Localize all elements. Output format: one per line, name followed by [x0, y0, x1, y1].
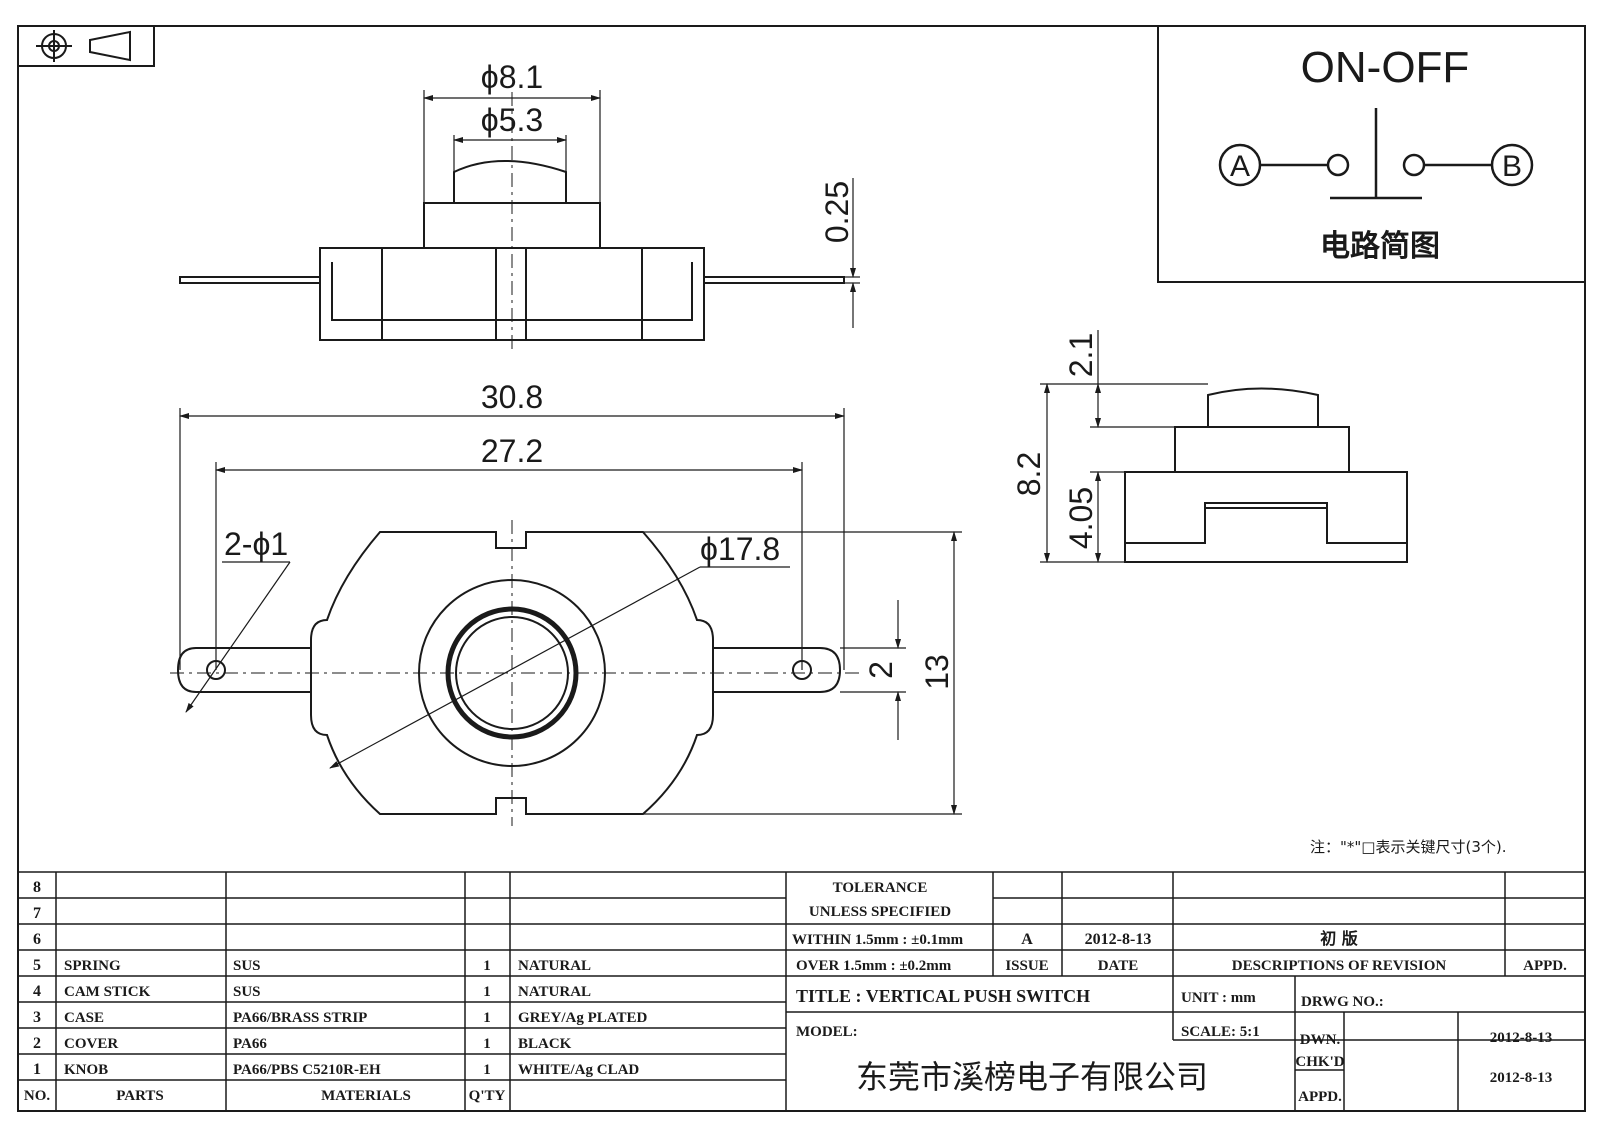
tolerance-line-2: UNLESS SPECIFIED [809, 904, 951, 920]
row-finish: NATURAL [518, 958, 591, 974]
dim-13: 13 [919, 654, 955, 690]
issue-value: A [1021, 931, 1033, 948]
dim-4-05: 4.05 [1063, 487, 1099, 549]
table-row: 4 CAM STICK SUS 1 NATURAL [33, 983, 591, 1000]
unit-label: UNIT : mm [1181, 990, 1256, 1006]
key-dimension-note: 注："*"□表示关键尺寸(3个). [1310, 838, 1507, 856]
row-finish: BLACK [518, 1036, 572, 1052]
row-no: 8 [33, 879, 41, 896]
row-finish: GREY/Ag PLATED [518, 1010, 647, 1026]
company-name: 东莞市溪榜电子有限公司 [856, 1058, 1208, 1096]
circuit-title: ON-OFF [1301, 43, 1470, 92]
row-material: SUS [233, 984, 261, 1000]
dim-phi-5-3: ϕ5.3 [481, 102, 543, 138]
drawing-number-label: DRWG NO.: [1301, 994, 1384, 1010]
chkd-date: 2012-8-13 [1490, 1070, 1553, 1086]
header-materials: MATERIALS [321, 1088, 411, 1104]
title-block: TOLERANCE UNLESS SPECIFIED WITHIN 1.5mm … [792, 880, 1567, 1105]
row-material: PA66/BRASS STRIP [233, 1010, 367, 1026]
table-row: 7 [33, 905, 41, 922]
switch-symbol [1218, 108, 1534, 200]
drawing-title: TITLE : VERTICAL PUSH SWITCH [796, 986, 1090, 1006]
header-qty: Q'TY [469, 1088, 506, 1104]
row-qty: 1 [483, 1036, 491, 1052]
tolerance-line-4: OVER 1.5mm : ±0.2mm [796, 958, 952, 974]
end-elevation-view [1124, 387, 1408, 563]
table-row: 3 CASE PA66/BRASS STRIP 1 GREY/Ag PLATED [33, 1009, 647, 1026]
dim-2: 2 [863, 661, 899, 679]
dim-phi-8-1: ϕ8.1 [481, 59, 543, 95]
issue-label: ISSUE [1005, 958, 1048, 974]
terminal-b-label: B [1502, 150, 1522, 183]
dwn-date: 2012-8-13 [1490, 1030, 1553, 1046]
dwn-label: DWN. [1300, 1032, 1341, 1048]
circuit-caption: 电路简图 [1320, 229, 1440, 264]
row-qty: 1 [483, 1062, 491, 1078]
bom-table-grid [18, 871, 1585, 1111]
scale-label: SCALE: 5:1 [1181, 1024, 1260, 1040]
row-part: COVER [64, 1036, 118, 1052]
dim-8-2: 8.2 [1011, 452, 1047, 496]
sheet-border [17, 25, 1586, 1112]
table-row: 6 [33, 931, 41, 948]
row-no: 2 [33, 1035, 41, 1052]
dim-30-8: 30.8 [481, 379, 543, 415]
header-no: NO. [24, 1088, 51, 1104]
row-no: 5 [33, 957, 41, 974]
terminal-a-label: A [1230, 150, 1250, 183]
table-row: 1 KNOB PA66/PBS C5210R-EH 1 WHITE/Ag CLA… [33, 1061, 639, 1078]
row-part: KNOB [64, 1062, 108, 1078]
dim-0-25: 0.25 [819, 181, 855, 243]
row-no: 4 [33, 983, 41, 1000]
row-finish: WHITE/Ag CLAD [518, 1062, 639, 1078]
row-qty: 1 [483, 958, 491, 974]
side-elevation-view [179, 92, 845, 350]
table-row: 8 [33, 879, 41, 896]
circuit-box [1157, 25, 1586, 283]
revision-value: 初 版 [1320, 929, 1358, 948]
dim-2-1: 2.1 [1063, 333, 1099, 377]
dim-lines-top [423, 90, 860, 328]
row-qty: 1 [483, 1010, 491, 1026]
table-row: 5 SPRING SUS 1 NATURAL [33, 957, 591, 974]
dim-lines-end [1040, 330, 1208, 563]
row-no: 3 [33, 1009, 41, 1026]
dim-2-phi-1: 2-ϕ1 [224, 526, 288, 562]
bom-rows: 8 7 6 5 SPRING SUS 1 NATURAL 4 CAM STICK… [24, 879, 648, 1104]
row-material: SUS [233, 958, 261, 974]
model-label: MODEL: [796, 1024, 858, 1040]
row-part: CAM STICK [64, 984, 151, 1000]
table-row: 2 COVER PA66 1 BLACK [33, 1035, 572, 1052]
date-label: DATE [1098, 958, 1139, 974]
row-part: CASE [64, 1010, 104, 1026]
dim-lines-plan [179, 408, 962, 815]
row-finish: NATURAL [518, 984, 591, 1000]
dim-27-2: 27.2 [481, 433, 543, 469]
date-value: 2012-8-13 [1085, 931, 1152, 948]
chkd-label: CHK'D [1295, 1054, 1344, 1070]
row-no: 7 [33, 905, 41, 922]
descriptions-label: DESCRIPTIONS OF REVISION [1232, 958, 1447, 974]
row-no: 6 [33, 931, 41, 948]
bom-header-row: NO. PARTS MATERIALS Q'TY [24, 1088, 506, 1104]
dim-phi-17-8: ϕ17.8 [700, 531, 780, 567]
row-part: SPRING [64, 958, 121, 974]
tolerance-line-3: WITHIN 1.5mm : ±0.1mm [792, 932, 964, 948]
row-no: 1 [33, 1061, 41, 1078]
row-qty: 1 [483, 984, 491, 1000]
appd-sign-label: APPD. [1298, 1089, 1342, 1105]
row-material: PA66 [233, 1036, 267, 1052]
tolerance-line-1: TOLERANCE [833, 880, 928, 896]
appd-label: APPD. [1523, 958, 1567, 974]
header-parts: PARTS [116, 1088, 164, 1104]
row-material: PA66/PBS C5210R-EH [233, 1062, 381, 1078]
projection-symbol-icon [17, 25, 155, 67]
